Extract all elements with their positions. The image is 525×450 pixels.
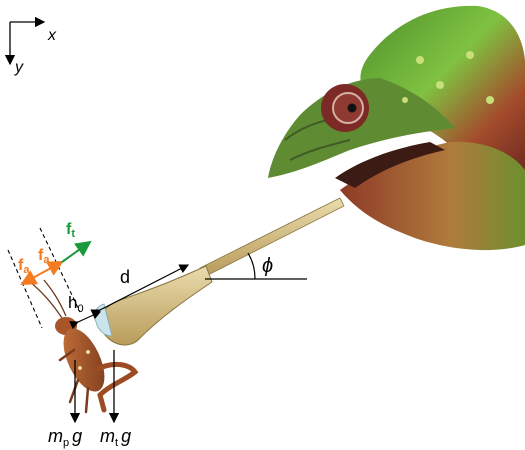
tongue-force-arrow: ft	[61, 221, 92, 263]
chameleon-tongue	[94, 197, 345, 346]
chameleon-lower-jaw	[340, 141, 525, 251]
chameleon-upper-jaw	[268, 78, 455, 178]
grasshopper-hind-leg	[92, 361, 139, 413]
grasshopper-body	[63, 328, 105, 392]
h0-main: h	[68, 293, 77, 312]
y-axis-label: y	[14, 59, 24, 76]
angle-arc	[247, 252, 256, 280]
d-label: d	[120, 267, 130, 287]
h0-dimension: h0	[68, 293, 102, 330]
fa-left-label: fa	[18, 257, 30, 276]
x-axis-label: x	[47, 27, 57, 44]
chameleon-mouth	[335, 142, 445, 188]
h0-subscript: 0	[77, 303, 83, 315]
h0-label: h0	[68, 293, 84, 315]
ft-label: ft	[66, 221, 75, 240]
chameleon-pupil	[347, 103, 357, 113]
phi-label: ϕ	[262, 255, 273, 277]
adhesion-force-arrows: fa fa	[18, 247, 64, 285]
grasshopper-antenna	[29, 279, 67, 319]
fa-right-label: fa	[38, 247, 50, 266]
tongue-tip	[99, 265, 213, 346]
d-dimension: d	[90, 264, 190, 319]
adhesion-interface-lines	[7, 227, 81, 329]
chameleon-crest	[360, 5, 525, 174]
phi-angle-annotation: ϕ	[205, 252, 307, 280]
grasshopper-legs	[58, 348, 90, 414]
chameleon-head	[268, 5, 525, 251]
coordinate-axes: x y	[4, 16, 57, 76]
